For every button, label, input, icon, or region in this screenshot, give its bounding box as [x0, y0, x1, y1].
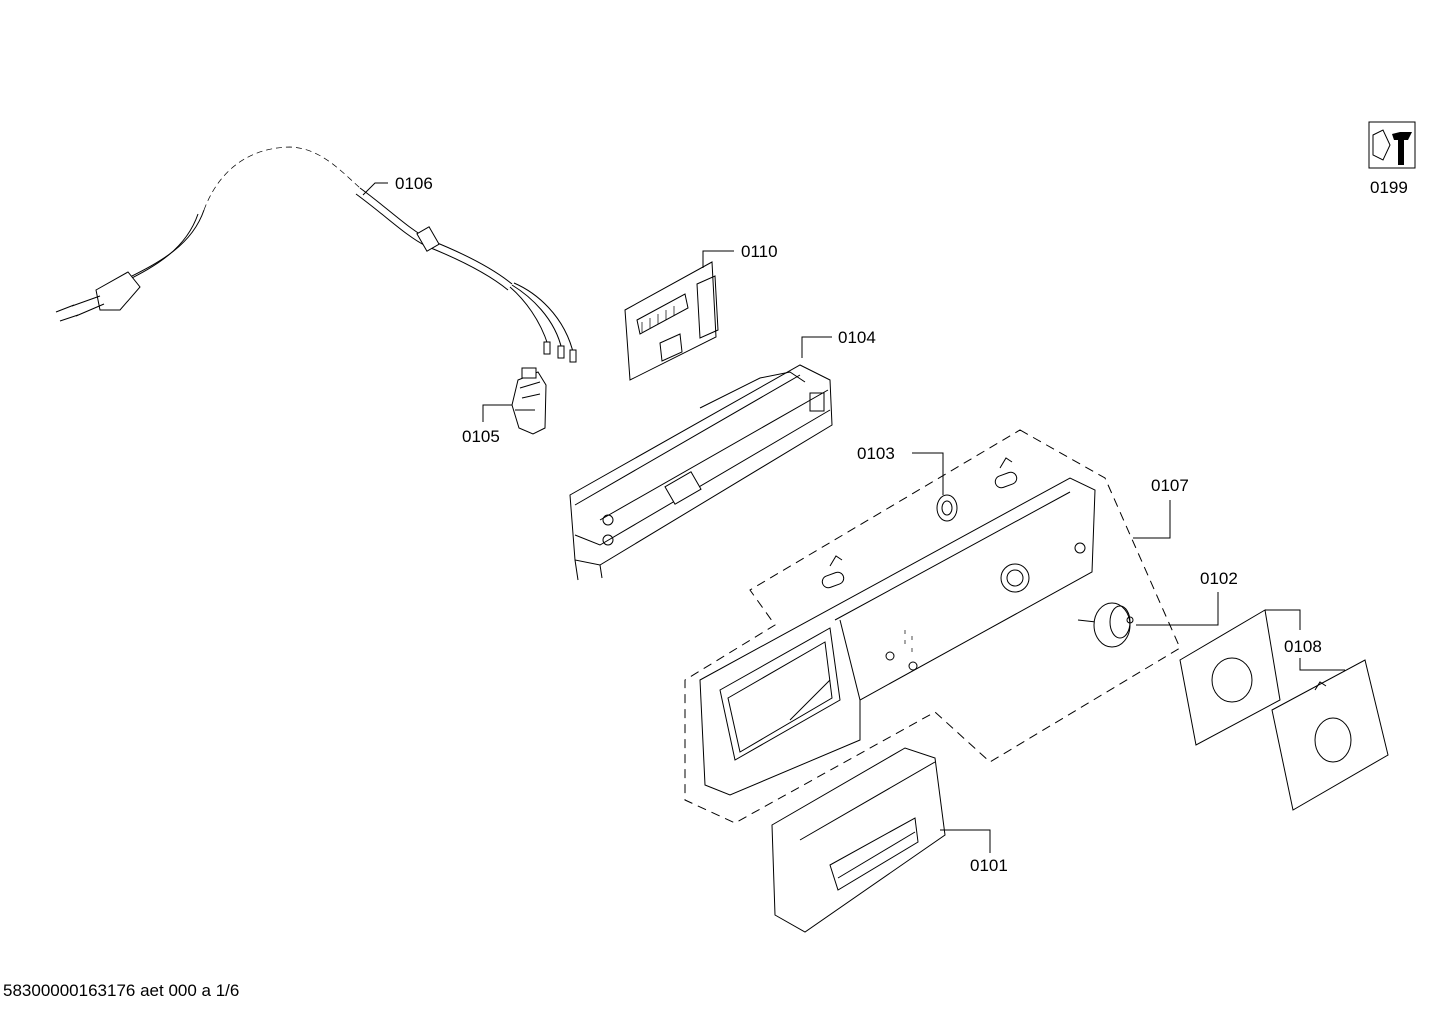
control-panel-assembly [684, 429, 1181, 824]
leader-lines [362, 182, 1345, 853]
filter-clip-part [511, 367, 547, 435]
label-0106: 0106 [395, 174, 433, 193]
label-0105: 0105 [462, 427, 500, 446]
power-cable-part [55, 146, 577, 363]
label-0103: 0103 [857, 444, 895, 463]
label-0110: 0110 [741, 242, 778, 261]
label-0108: 0108 [1284, 637, 1322, 656]
label-0107: 0107 [1151, 476, 1189, 495]
drawer-handle-part [771, 747, 946, 933]
label-0104: 0104 [838, 328, 876, 347]
circuit-board-part [624, 261, 719, 381]
rotary-knob-part [1077, 602, 1134, 648]
label-0199: 0199 [1370, 178, 1408, 197]
label-0102: 0102 [1200, 569, 1238, 588]
label-0101: 0101 [970, 856, 1008, 875]
decor-plates-part [1179, 609, 1389, 811]
button-part [936, 494, 958, 522]
wrench-tool-icon [1368, 121, 1416, 169]
part-labels: 0106 0110 0104 0105 0103 0107 0102 0108 … [395, 174, 1408, 875]
module-housing-part [569, 364, 833, 581]
document-id: 58300000163176 aet 000 a 1/6 [3, 981, 240, 1000]
